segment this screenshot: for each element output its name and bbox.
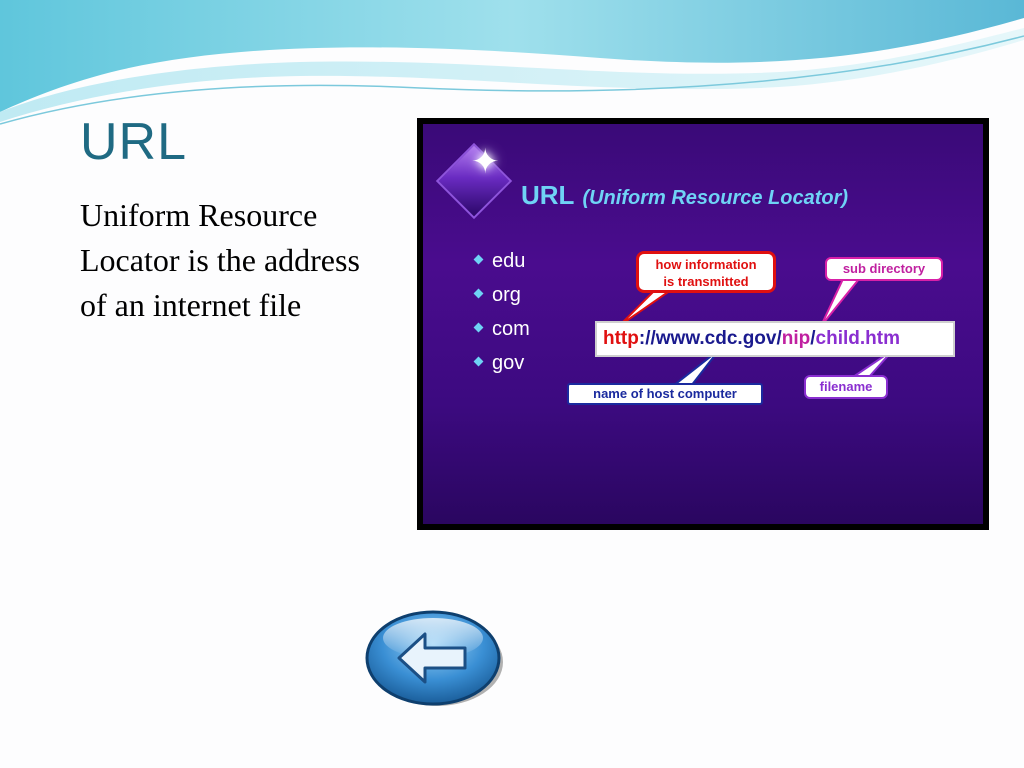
domain-bullet-item: edu [473,248,530,282]
diagram-title-text: URL [521,180,575,210]
domain-bullet-item: org [473,282,530,316]
diagram-title: URL (Uniform Resource Locator) [521,180,848,211]
url-diagram-background: ✦ URL (Uniform Resource Locator) edu org … [423,124,983,524]
url-protocol: http [603,328,639,349]
left-arrow-icon [365,610,503,706]
slide-body-text: Uniform Resource Locator is the address … [80,197,360,323]
url-directory: nip [781,328,811,349]
directory-callout: sub directory [825,257,943,281]
protocol-callout-line: is transmitted [663,274,749,289]
protocol-callout: how information is transmitted [636,251,776,293]
domain-bullet-item: gov [473,350,530,384]
domain-bullet-label: gov [492,352,525,374]
example-url: http://www.cdc.gov/nip/child.htm [595,321,955,357]
url-separator: / [776,328,782,349]
url-separator: :// [638,328,656,349]
domain-bullet-label: edu [492,250,526,272]
host-callout: name of host computer [567,383,763,405]
protocol-callout-line: how information [655,257,757,272]
url-host: www.cdc.gov [655,328,777,349]
file-callout: filename [804,375,888,399]
domain-bullet-list: edu org com gov [473,248,530,384]
directory-callout-pointer [820,278,862,327]
diagram-subtitle: (Uniform Resource Locator) [582,187,849,209]
slide-title: URL [80,113,188,171]
sparkle-icon: ✦ [471,142,500,182]
url-diagram-image: ✦ URL (Uniform Resource Locator) edu org … [417,118,989,530]
url-file: child.htm [815,328,900,349]
domain-bullet-label: com [492,318,530,340]
back-button[interactable] [365,608,505,708]
header-wave-decoration [0,0,1024,125]
url-separator: / [810,328,816,349]
domain-bullet-label: org [492,284,521,306]
domain-bullet-item: com [473,316,530,350]
